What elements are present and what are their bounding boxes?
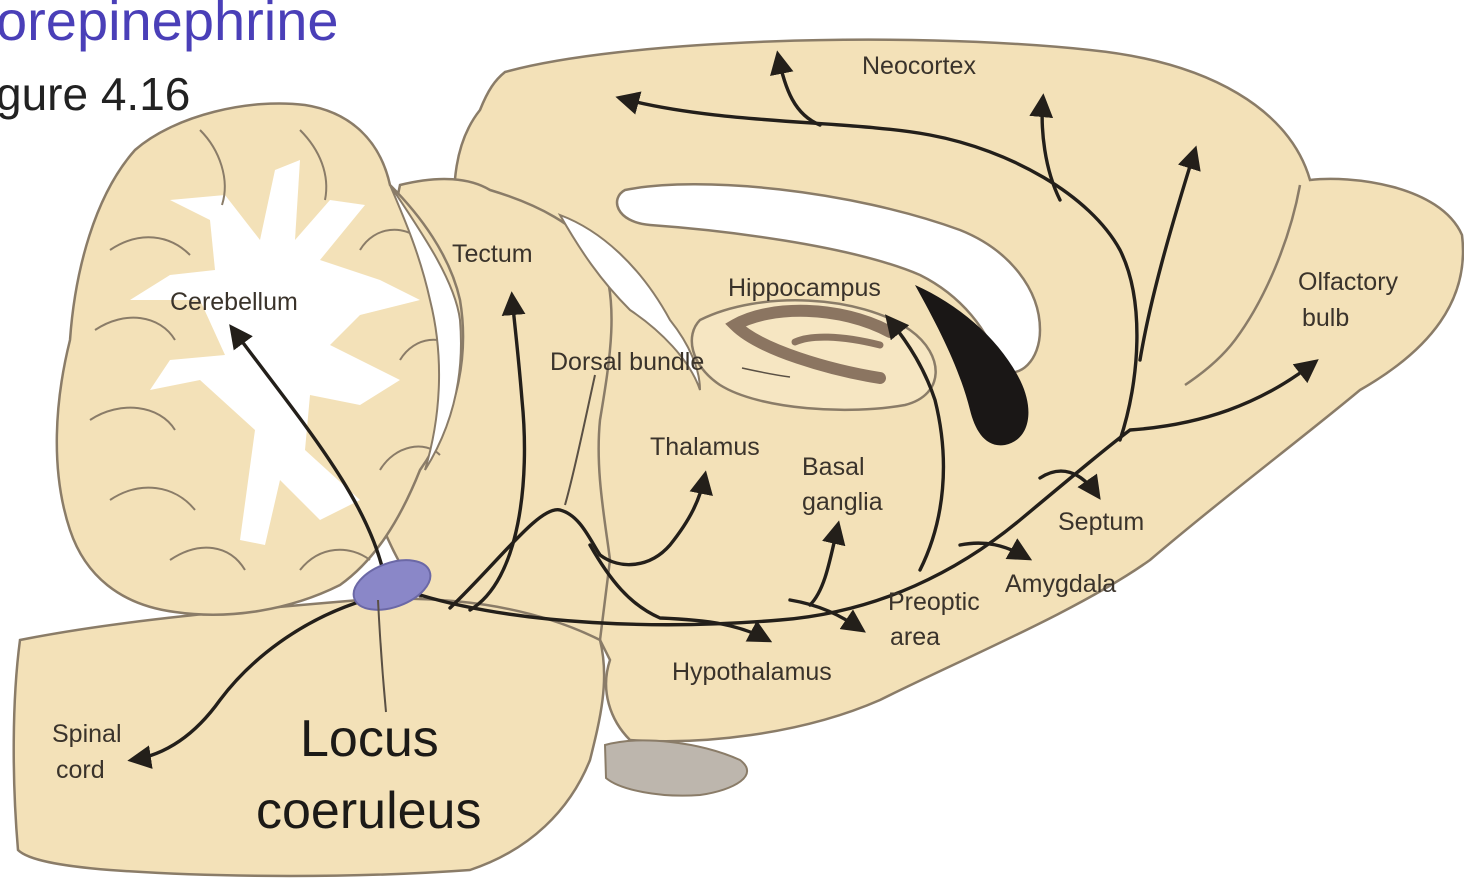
label-amygdala: Amygdala [1005,570,1116,598]
label-spinal-2: cord [56,756,105,784]
label-septum: Septum [1058,508,1144,536]
label-locus-2: coeruleus [256,782,481,840]
label-thalamus: Thalamus [650,433,760,461]
label-preoptic-2: area [890,623,940,651]
label-dorsal-bundle: Dorsal bundle [550,348,704,376]
label-olfactory-2: bulb [1302,304,1349,332]
pituitary [605,740,747,795]
label-basal-1: Basal [802,453,865,481]
label-olfactory-1: Olfactory [1298,268,1399,296]
title: orepinephrine [0,0,338,52]
label-hippocampus: Hippocampus [728,274,881,302]
label-locus-1: Locus [300,710,439,768]
label-preoptic-1: Preoptic [888,588,980,616]
label-tectum: Tectum [452,240,533,268]
label-basal-2: ganglia [802,488,883,516]
label-neocortex: Neocortex [862,52,976,80]
label-hypothalamus: Hypothalamus [672,658,832,686]
figure-number: gure 4.16 [0,68,190,120]
label-cerebellum: Cerebellum [170,288,298,316]
label-spinal-1: Spinal [52,720,122,748]
